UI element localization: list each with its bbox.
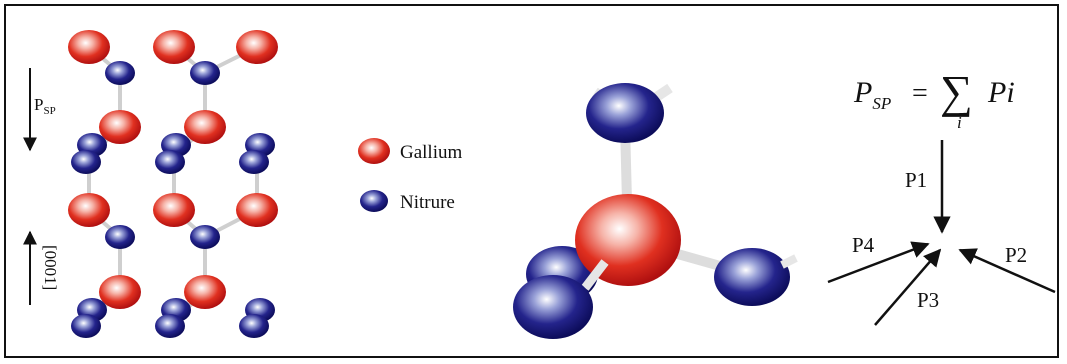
legend-gallium-label: Gallium [400, 142, 462, 163]
nitrogen-atom [105, 61, 135, 85]
polarization-label: PSP [34, 95, 56, 117]
nitrogen-atom [71, 314, 101, 338]
gallium-atom [184, 110, 226, 144]
growth-direction-label: [0001] [41, 245, 60, 290]
gallium-atom [236, 30, 278, 64]
wurtzite-lattice [68, 30, 278, 338]
gallium-atom [153, 30, 195, 64]
gallium-atom [99, 275, 141, 309]
formula-sum-symbol: ∑ [940, 66, 973, 117]
bond-stub [780, 254, 798, 269]
formula-equals: = [912, 78, 928, 109]
gallium-atom [575, 194, 681, 286]
nitrogen-atom [239, 314, 269, 338]
formula-rhs: Pi [987, 76, 1015, 109]
gallium-atom [68, 30, 110, 64]
legend-nitrogen-swatch [360, 190, 388, 212]
gallium-atom [99, 110, 141, 144]
nitrogen-atom [71, 150, 101, 174]
legend-nitrogen-label: Nitrure [400, 192, 455, 213]
formula-lhs: PSP [853, 76, 891, 113]
nitrogen-atom [190, 61, 220, 85]
vector-p2-arrow [958, 248, 1056, 294]
vector-p4-label: P4 [852, 233, 875, 257]
gallium-atom [184, 275, 226, 309]
vector-p3-label: P3 [917, 288, 939, 312]
nitrogen-atom [190, 225, 220, 249]
vector-p4-arrow [827, 241, 930, 284]
formula-sum-index: i [957, 113, 962, 132]
nitrogen-atom [239, 150, 269, 174]
vector-p1-label: P1 [905, 168, 927, 192]
polarization-formula: PSP = ∑ i Pi [853, 66, 1015, 132]
nitrogen-atom [155, 150, 185, 174]
legend-gallium-swatch [358, 138, 390, 164]
legend: Gallium Nitrure [358, 138, 462, 213]
gallium-atom [236, 193, 278, 227]
gallium-atom [153, 193, 195, 227]
vector-p3-arrow [874, 248, 942, 326]
polarization-vectors: P1 P2 P3 P4 [827, 140, 1056, 326]
tetrahedron-molecule [513, 83, 798, 339]
bond [581, 259, 609, 291]
nitrogen-atom [155, 314, 185, 338]
nitrogen-atom [105, 225, 135, 249]
vector-p2-label: P2 [1005, 243, 1027, 267]
nitrogen-atom [714, 248, 790, 306]
nitrogen-atom [513, 275, 593, 339]
gallium-atom [68, 193, 110, 227]
nitrogen-atom [586, 83, 664, 143]
